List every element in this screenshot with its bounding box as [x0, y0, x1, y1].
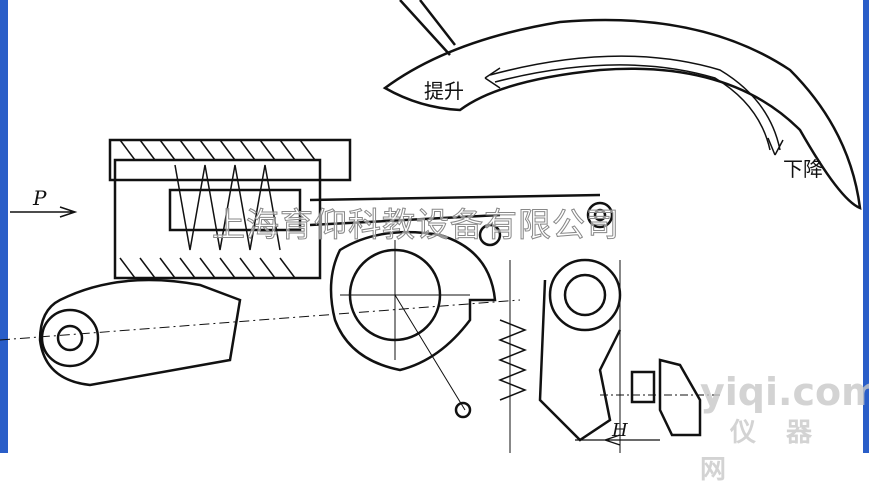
- right-edge-border: [863, 0, 869, 453]
- lift-label: 提升: [424, 79, 464, 103]
- mechanism-drawing: [0, 0, 862, 453]
- company-watermark: 上海育仰科教设备有限公司: [212, 205, 620, 245]
- push-rod: [309, 193, 614, 247]
- cam-wheel: [329, 230, 497, 419]
- site-logo-watermark: yiqi.com 仪器网: [700, 372, 869, 486]
- logo-name: 仪器网: [700, 418, 843, 485]
- stop-block: [575, 358, 720, 446]
- cylinder-housing: [108, 138, 352, 280]
- gap-label: H: [612, 420, 628, 441]
- direction-arrow: [484, 55, 784, 156]
- force-label: P: [33, 186, 47, 210]
- force-arrow: [10, 206, 78, 218]
- base-link: [0, 278, 521, 387]
- lower-label: 下降: [783, 157, 823, 181]
- lever-handle: [382, 0, 862, 210]
- left-edge-border: [0, 0, 8, 453]
- pawl-assembly: [497, 258, 622, 453]
- logo-domain: yiqi.com: [700, 370, 869, 414]
